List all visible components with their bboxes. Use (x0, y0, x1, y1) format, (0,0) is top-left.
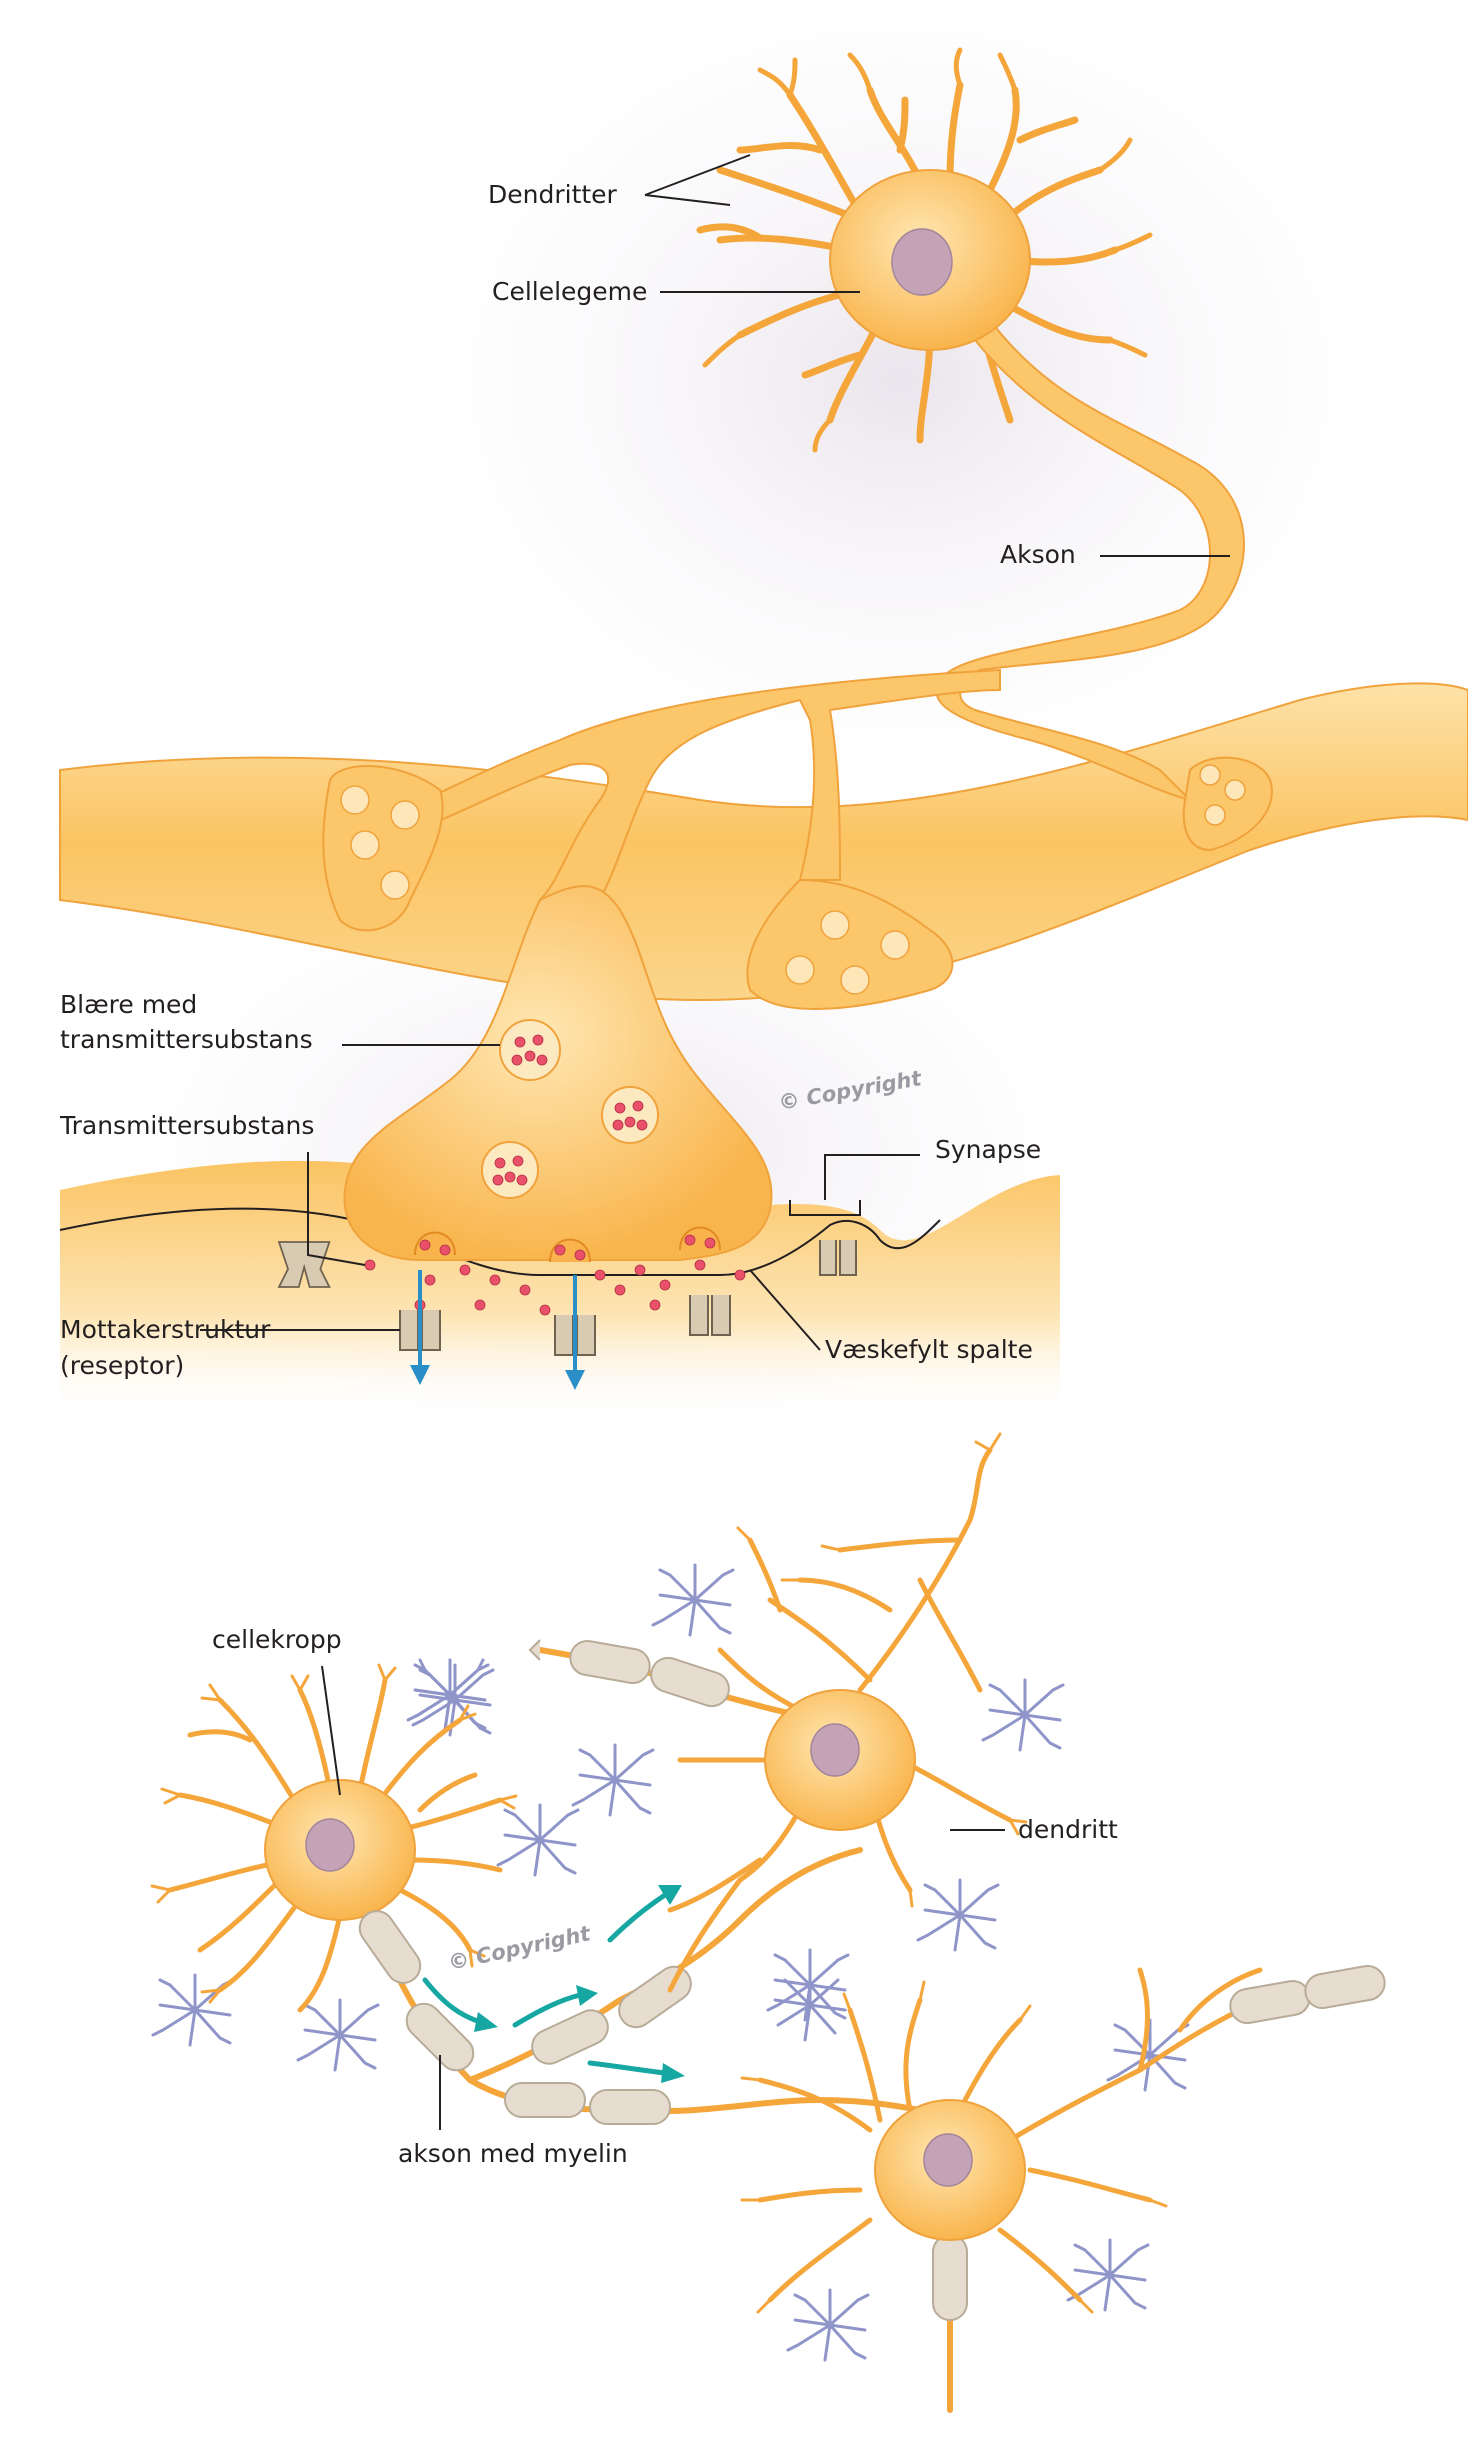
label-cellekropp: cellekropp (212, 1625, 342, 1654)
nucleus (924, 2134, 972, 2186)
label-cellelegeme: Cellelegeme (492, 277, 647, 306)
bottom-illustration: © Copyright cellekropp dendritt akson me… (152, 1434, 1387, 2410)
vesicle (500, 1020, 560, 1080)
top-illustration: © Copyright Dendritter Cellelegeme Akson… (40, 0, 1468, 1470)
label-mottaker-line2: (reseptor) (60, 1351, 184, 1380)
label-blaere-line2: transmittersubstans (60, 1025, 313, 1054)
label-dendritter: Dendritter (488, 180, 618, 209)
label-vaeskefylt-spalte: Væskefylt spalte (825, 1335, 1033, 1364)
label-akson-med-myelin: akson med myelin (398, 2139, 628, 2168)
nucleus (811, 1724, 859, 1776)
lower-right-neuron (742, 1963, 1387, 2410)
label-akson: Akson (1000, 540, 1076, 569)
label-dendritt: dendritt (1018, 1815, 1118, 1844)
label-blaere-line1: Blære med (60, 990, 197, 1019)
label-mottaker-line1: Mottakerstruktur (60, 1315, 271, 1344)
label-synapse: Synapse (935, 1135, 1041, 1164)
watermark-bottom: © Copyright (446, 1921, 593, 1975)
nucleus (892, 229, 952, 295)
label-transmittersubstans: Transmittersubstans (59, 1111, 314, 1140)
nucleus (306, 1819, 354, 1871)
vesicle (482, 1142, 538, 1198)
vesicle (602, 1087, 658, 1143)
